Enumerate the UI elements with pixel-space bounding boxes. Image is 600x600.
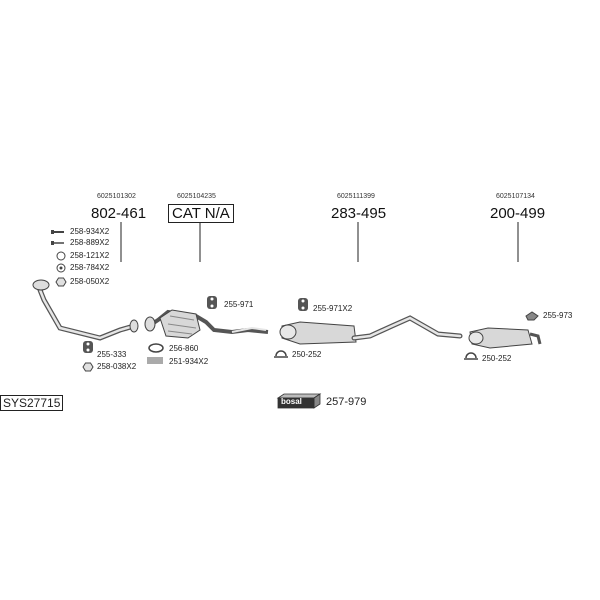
accessory-label: 255-973: [543, 311, 573, 320]
manifold-flange-icon: [32, 279, 50, 291]
oem-number-cat: 6025104235: [177, 193, 216, 200]
accessory-label: 250-252: [482, 354, 512, 363]
part-number-front: 802-461: [91, 205, 147, 222]
hanger-icon: [83, 341, 93, 353]
part-number-cat: CAT N/A: [168, 204, 234, 223]
accessory-label: 251-934X2: [169, 357, 209, 366]
nut-icon: [82, 362, 94, 372]
accessory-label: 250-252: [292, 350, 322, 359]
accessory-label: 258-038X2: [97, 362, 137, 371]
hanger-icon: [207, 296, 217, 309]
catalytic-converter: [144, 309, 269, 339]
front-pipe: [32, 279, 139, 341]
accessory-label: 255-971X2: [313, 304, 353, 313]
accessory-label: 258-889X2: [70, 238, 110, 247]
oem-number-middle: 6025111399: [337, 193, 375, 200]
part-number-rear: 200-499: [490, 205, 546, 222]
system-code-label: SYS27715: [0, 395, 64, 411]
accessory-label: 256-860: [169, 344, 199, 353]
part-number-middle: 283-495: [331, 205, 387, 222]
accessory-label: 258-121X2: [70, 251, 110, 260]
bolt-icon: [51, 230, 64, 234]
accessory-label: 258-934X2: [70, 227, 110, 236]
gasket-icon: [148, 343, 164, 353]
bosal-brand-label: bosal: [281, 397, 302, 406]
rear-silencer: [468, 327, 542, 349]
middle-silencer: [279, 315, 463, 345]
ring-icon: [56, 251, 66, 261]
accessory-label: 255-971: [224, 300, 254, 309]
nut-icon: [55, 277, 67, 287]
accessory-label: 258-050X2: [70, 277, 110, 286]
oem-number-front: 6025101302: [97, 193, 136, 200]
oem-number-rear: 6025107134: [496, 193, 535, 200]
accessory-label: 258-784X2: [70, 263, 110, 272]
mounting-kit-label: 257-979: [326, 396, 367, 408]
clamp-icon: [274, 350, 288, 358]
bolt-icon: [51, 241, 64, 245]
clamp-icon: [464, 352, 478, 360]
hanger-icon: [298, 298, 308, 311]
accessory-label: 255-333: [97, 350, 127, 359]
washer-icon: [56, 263, 66, 273]
spring-icon: [147, 357, 163, 364]
hanger-icon: [525, 311, 539, 321]
bosal-kit-box-icon: [276, 393, 322, 409]
